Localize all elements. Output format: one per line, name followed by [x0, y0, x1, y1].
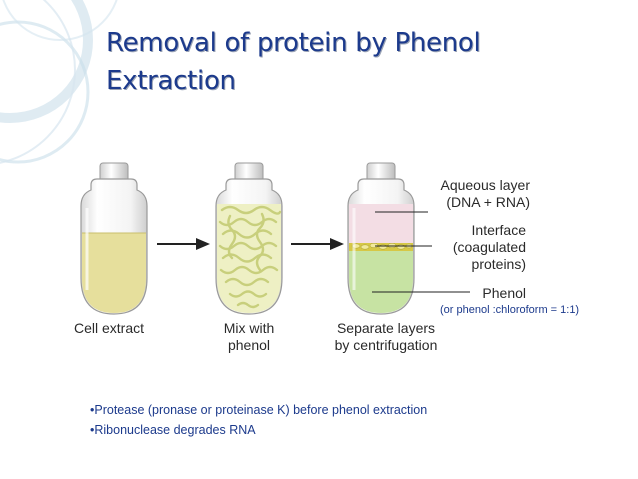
label-interface: Interface (coagulated proteins): [420, 222, 526, 273]
label-aqueous-line-2: (DNA + RNA): [446, 194, 530, 210]
bullet-protease: •Protease (pronase or proteinase K) befo…: [90, 403, 428, 417]
label-aqueous-line-1: Aqueous layer: [440, 177, 530, 193]
tube-cell-extract: [80, 162, 148, 315]
chloroform-note: (or phenol :chloroform = 1:1): [440, 304, 580, 316]
label-interface-line-3: proteins): [471, 256, 526, 272]
label-mix-with-phenol: Mix with phenol: [212, 320, 286, 354]
tube-mix-with-phenol: [215, 162, 283, 315]
label-cell-extract: Cell extract: [74, 320, 145, 336]
label-aqueous-layer: Aqueous layer (DNA + RNA): [420, 177, 530, 211]
label-separate-line-2: by centrifugation: [334, 337, 438, 353]
label-phenol: Phenol: [482, 285, 526, 301]
label-interface-line-1: Interface: [471, 222, 526, 238]
label-mix-line-2: phenol: [227, 337, 271, 353]
label-separate-layers: Separate layers by centrifugation: [322, 320, 450, 354]
slide-title: Removal of protein by Phenol Extraction: [106, 24, 606, 100]
tube-separated-layers: [347, 162, 415, 315]
title-line-1: Removal of protein by Phenol: [106, 28, 481, 58]
leader-lines: [372, 211, 470, 293]
label-separate-line-1: Separate layers: [336, 320, 436, 336]
bullet-list: •Protease (pronase or proteinase K) befo…: [90, 400, 427, 440]
arrow-1: [157, 238, 210, 250]
label-interface-line-2: (coagulated: [452, 239, 526, 255]
title-line-2: Extraction: [106, 66, 236, 96]
label-mix-line-1: Mix with: [223, 320, 275, 336]
bullet-ribonuclease: •Ribonuclease degrades RNA: [90, 423, 256, 437]
arrow-2: [291, 238, 344, 250]
